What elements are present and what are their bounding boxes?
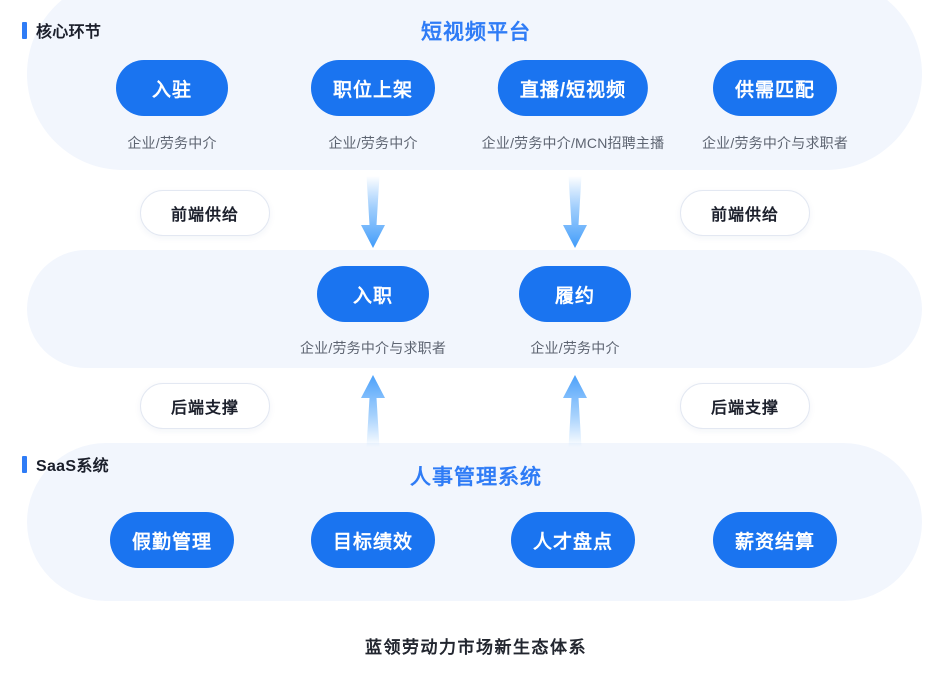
badge-front-supply-left[interactable]: 前端供给 [140, 190, 270, 236]
arrow-up-left-icon [352, 371, 394, 452]
node-pill-mid-1[interactable]: 履约 [519, 266, 631, 322]
node-caption-top-1: 企业/劳务中介 [328, 135, 418, 151]
badge-back-support-right[interactable]: 后端支撑 [680, 383, 810, 429]
node-pill-top-0[interactable]: 入驻 [116, 60, 228, 116]
section-marker-icon [22, 455, 27, 473]
section-marker-icon [22, 21, 27, 39]
node-pill-top-2[interactable]: 直播/短视频 [497, 60, 649, 116]
panel-middle-stage [27, 250, 922, 368]
node-caption-mid-1: 企业/劳务中介 [530, 340, 620, 356]
section-label-core: 核心环节 [22, 18, 101, 42]
node-pill-saas-1[interactable]: 目标绩效 [310, 512, 436, 568]
section-label-saas-text: SaaS系统 [36, 458, 109, 475]
arrow-down-left-icon [352, 176, 394, 257]
node-pill-saas-2[interactable]: 人才盘点 [510, 512, 636, 568]
title-hr-management-system: 人事管理系统 [410, 466, 542, 489]
footer-caption: 蓝领劳动力市场新生态体系 [365, 638, 587, 657]
badge-front-supply-right[interactable]: 前端供给 [680, 190, 810, 236]
node-pill-top-3[interactable]: 供需匹配 [712, 60, 838, 116]
arrow-up-right-icon [554, 371, 596, 452]
node-caption-top-2: 企业/劳务中介/MCN招聘主播 [481, 135, 665, 151]
title-short-video-platform: 短视频平台 [421, 21, 531, 44]
arrow-down-right-icon [554, 176, 596, 257]
section-label-core-text: 核心环节 [36, 24, 102, 41]
node-pill-mid-0[interactable]: 入职 [317, 266, 429, 322]
node-caption-top-0: 企业/劳务中介 [127, 135, 217, 151]
node-caption-mid-0: 企业/劳务中介与求职者 [299, 340, 447, 356]
node-pill-saas-3[interactable]: 薪资结算 [712, 512, 838, 568]
node-caption-top-3: 企业/劳务中介与求职者 [701, 135, 849, 151]
node-pill-saas-0[interactable]: 假勤管理 [109, 512, 235, 568]
section-label-saas: SaaS系统 [22, 452, 109, 476]
badge-back-support-left[interactable]: 后端支撑 [140, 383, 270, 429]
node-pill-top-1[interactable]: 职位上架 [310, 60, 436, 116]
